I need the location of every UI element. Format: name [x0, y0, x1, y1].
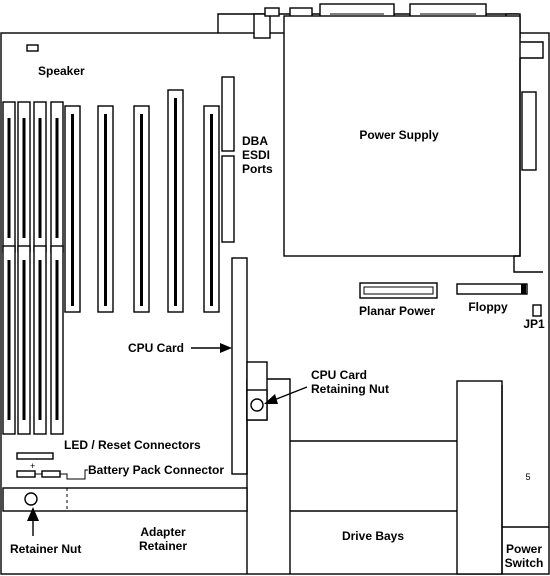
planar-power-connector: Planar Power [359, 282, 438, 318]
power-switch-label-1: Power [506, 542, 542, 556]
cpu-card-arrow [220, 343, 232, 353]
retainer-nut: Retainer Nut [10, 507, 81, 556]
power-switch-label-2: Switch [505, 556, 544, 570]
chassis-outline [0, 32, 550, 575]
floppy-connector: Floppy [456, 283, 528, 314]
drive-bays-label: Drive Bays [342, 529, 404, 543]
corner-mark: 5 [525, 472, 530, 482]
memory-modules-upper [2, 101, 64, 253]
planar-power-label: Planar Power [359, 304, 435, 318]
led-reset-connectors: LED / Reset Connectors [16, 438, 201, 460]
adapter-retainer: Adapter Retainer [2, 487, 248, 553]
retaining-nut-arrow [264, 394, 278, 404]
jp1-jumper: JP1 [523, 304, 545, 331]
rear-connector-strip [217, 3, 521, 39]
retainer-nut-arrow [27, 507, 39, 521]
cpu-card-retaining-nut-label-1: CPU Card [311, 368, 367, 382]
cpu-card-retaining-nut-label-2: Retaining Nut [311, 382, 389, 396]
battery-pack-connector: + Battery Pack Connector [16, 461, 224, 480]
cpu-card-label: CPU Card [128, 341, 184, 355]
speaker: Speaker [26, 44, 85, 78]
jp1-label: JP1 [523, 317, 545, 331]
drive-bay-structure: Drive Bays 5 [246, 378, 549, 575]
power-supply: Power Supply [283, 15, 544, 273]
power-switch: Power Switch [505, 542, 544, 570]
ports-label: Ports [242, 162, 273, 176]
speaker-label: Speaker [38, 64, 85, 78]
dba-esdi-ports: DBA ESDI Ports [221, 76, 273, 243]
retainer-nut-label: Retainer Nut [10, 542, 81, 556]
led-reset-label: LED / Reset Connectors [64, 438, 201, 452]
cpu-card: CPU Card [128, 257, 248, 475]
battery-polarity-mark: + [30, 461, 35, 471]
power-supply-label: Power Supply [359, 128, 439, 142]
esdi-label: ESDI [242, 148, 270, 162]
adapter-label: Adapter [140, 525, 186, 539]
battery-pack-label: Battery Pack Connector [88, 463, 224, 477]
floppy-label: Floppy [468, 300, 508, 314]
retainer-label: Retainer [139, 539, 187, 553]
dba-label: DBA [242, 134, 268, 148]
expansion-slots [64, 89, 220, 313]
memory-modules-lower [2, 245, 64, 435]
cpu-card-retaining-nut: CPU Card Retaining Nut [246, 361, 389, 421]
